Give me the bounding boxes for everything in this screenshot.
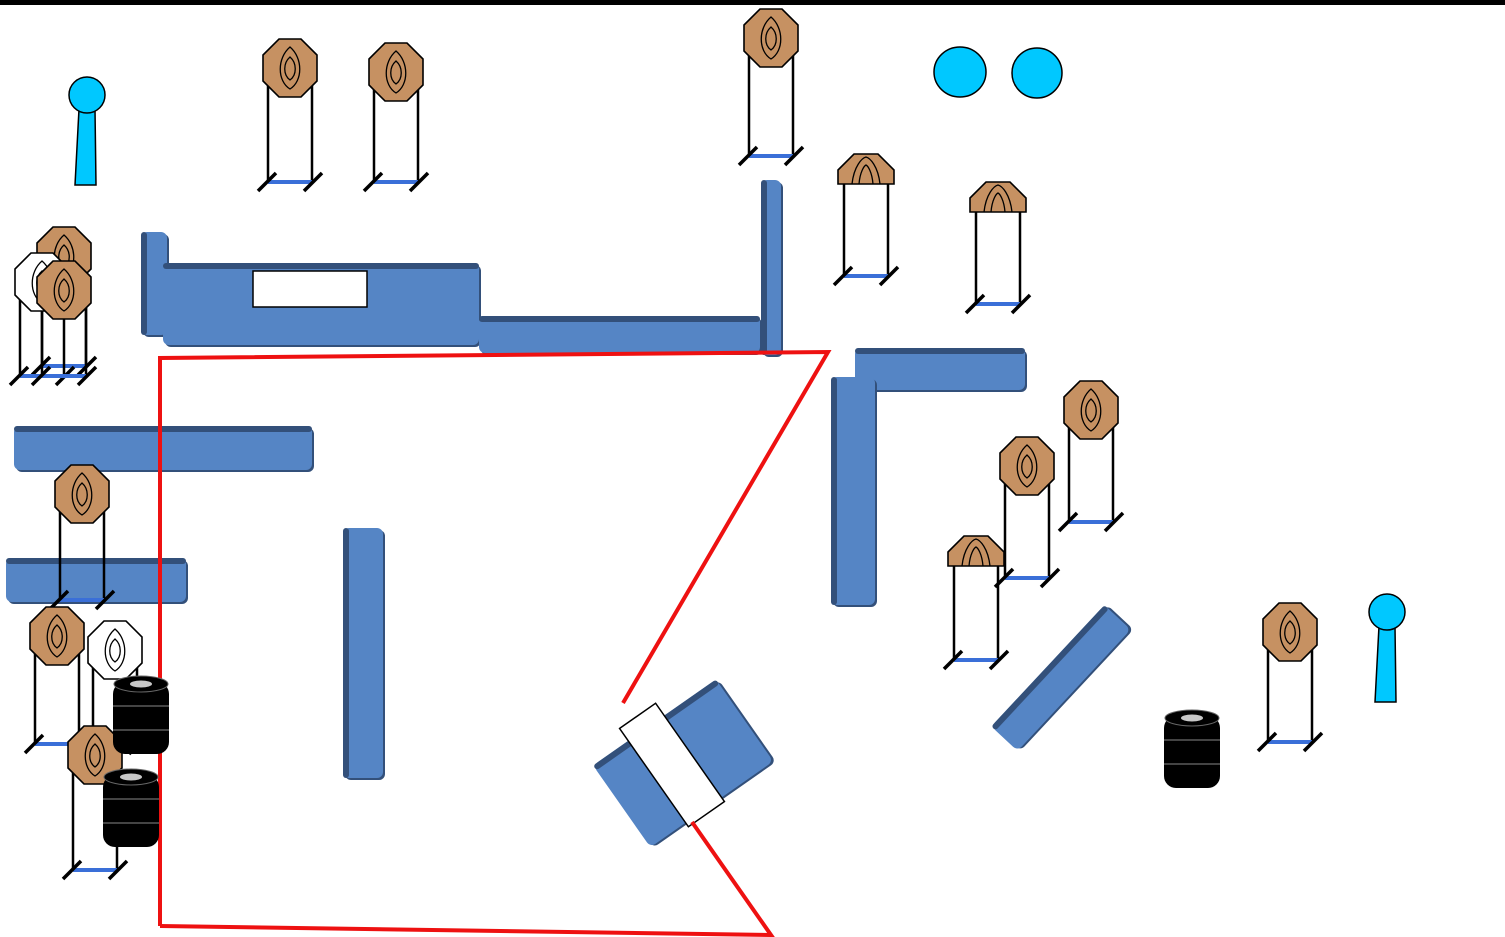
- port-window-angled: [618, 702, 726, 828]
- shoot-target-half-2: [969, 181, 1027, 213]
- barrel-icon: [1163, 709, 1221, 789]
- wall-center-vertical: [343, 528, 385, 780]
- shoot-target-3: [743, 8, 799, 68]
- stand-t3: [737, 38, 805, 167]
- fault-line-bottom: [159, 820, 775, 937]
- stand-h3: [942, 560, 1010, 671]
- wall-top-middle: [479, 316, 762, 355]
- wall-right-vertical: [831, 377, 877, 607]
- shoot-target-1: [262, 38, 318, 98]
- port-window: [252, 270, 368, 308]
- barrel-icon: [102, 768, 160, 848]
- barrel-icon: [112, 675, 170, 755]
- wall-left-post: [141, 232, 169, 337]
- shoot-target-8: [29, 606, 85, 666]
- shoot-target-6: [1262, 602, 1318, 662]
- wall-left-lower: [6, 558, 188, 604]
- wall-right-horizontal: [855, 348, 1027, 392]
- wall-top-right-post: [761, 180, 783, 357]
- wall-diagonal: [992, 606, 1132, 749]
- props-layer: [14, 8, 1406, 848]
- stand-h2: [964, 208, 1032, 315]
- shoot-target-7: [54, 464, 110, 524]
- noshoot-target-2: [87, 620, 143, 680]
- fault-line-layer: [158, 349, 832, 937]
- round-plate-icon: [1011, 47, 1063, 99]
- shoot-target-half-1: [837, 153, 895, 185]
- fault-line: [158, 349, 832, 926]
- stand-h1: [832, 180, 900, 287]
- header-bar: [0, 0, 1505, 5]
- shoot-target-11: [36, 260, 92, 320]
- popper-icon-right: [1368, 593, 1406, 703]
- wall-left-upper: [14, 426, 314, 472]
- shoot-target-2: [368, 42, 424, 102]
- round-plate-icon: [933, 46, 987, 98]
- walls-layer: [6, 180, 1132, 846]
- shoot-target-half-3: [947, 535, 1005, 567]
- shoot-target-4: [1063, 380, 1119, 440]
- shoot-target-5: [999, 436, 1055, 496]
- popper-icon-left: [68, 76, 106, 186]
